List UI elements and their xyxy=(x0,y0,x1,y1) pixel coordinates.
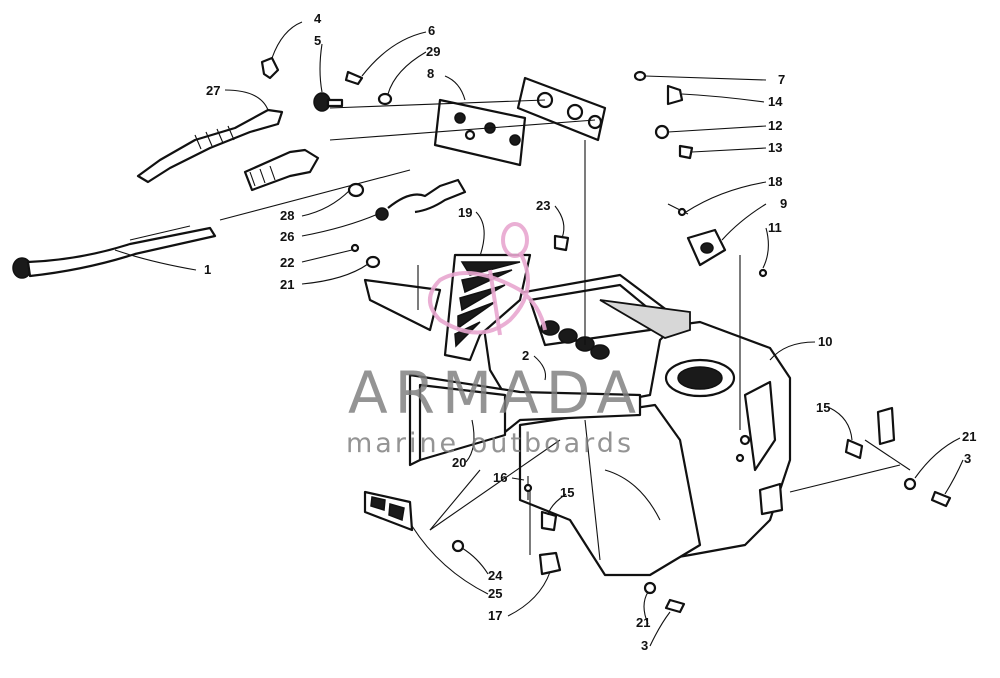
callout-label: 26 xyxy=(280,229,294,244)
callout-label: 22 xyxy=(280,255,294,270)
callout-label: 2 xyxy=(522,348,529,363)
watermark-logo-icon xyxy=(428,222,547,336)
callout-label: 28 xyxy=(280,208,294,223)
callout-label: 5 xyxy=(314,33,321,48)
callout-label: 7 xyxy=(778,72,785,87)
side-panel xyxy=(363,265,442,332)
callout-label: 21 xyxy=(280,277,294,292)
callout-label: 6 xyxy=(428,23,435,38)
callout-label: 8 xyxy=(427,66,434,81)
callout-label: 10 xyxy=(818,334,832,349)
callout-label: 1 xyxy=(204,262,211,277)
callout-label: 13 xyxy=(768,140,782,155)
callout-labels: 4 5 6 29 8 27 7 14 12 13 18 9 11 23 19 2… xyxy=(204,11,976,653)
callout-label: 21 xyxy=(962,429,976,444)
callout-label: 25 xyxy=(488,586,502,601)
assembly-lines xyxy=(219,99,911,555)
callout-label: 20 xyxy=(452,455,466,470)
callout-label: 23 xyxy=(536,198,550,213)
watermark-tagline: marine outboards xyxy=(346,428,634,459)
callout-label: 19 xyxy=(458,205,472,220)
hardware-items xyxy=(12,56,952,614)
callout-label: 9 xyxy=(780,196,787,211)
callout-label: 12 xyxy=(768,118,782,133)
console-housing xyxy=(408,273,792,577)
callout-label: 27 xyxy=(206,83,220,98)
gauge-plate xyxy=(516,76,607,142)
callout-leaders xyxy=(114,21,964,647)
callout-label: 11 xyxy=(768,220,782,235)
callout-label: 17 xyxy=(488,608,502,623)
callout-label: 24 xyxy=(488,568,503,583)
callout-label: 18 xyxy=(768,174,782,189)
callout-label: 21 xyxy=(636,615,650,630)
watermark-brand: ARMADA xyxy=(348,359,643,427)
watermark: ARMADA marine outboards xyxy=(346,222,643,459)
switch-plate xyxy=(433,98,527,167)
callout-label: 15 xyxy=(816,400,830,415)
callout-label: 3 xyxy=(964,451,971,466)
callout-label: 15 xyxy=(560,485,574,500)
callout-label: 16 xyxy=(493,470,507,485)
callout-label: 29 xyxy=(426,44,440,59)
callout-label: 3 xyxy=(641,638,648,653)
callout-label: 14 xyxy=(768,94,783,109)
callout-label: 4 xyxy=(314,11,322,26)
